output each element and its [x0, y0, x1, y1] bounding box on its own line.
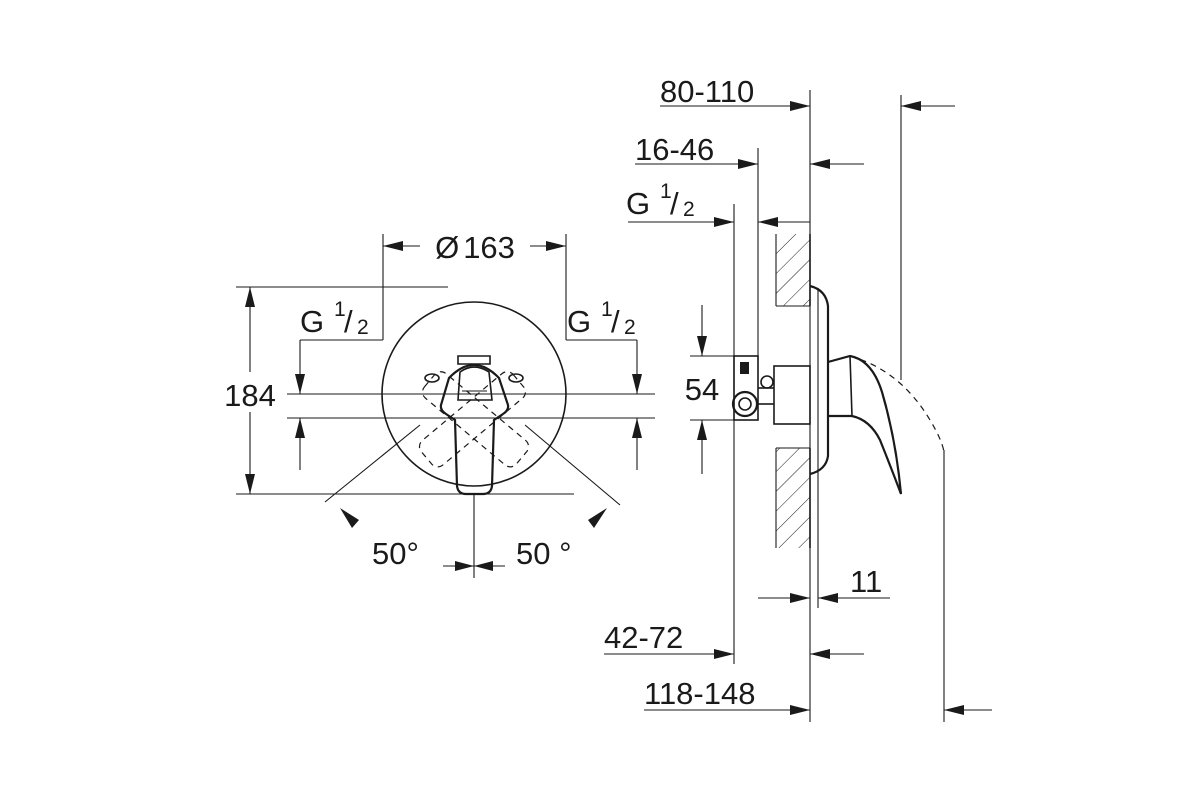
dim-80-110-label: 80-110 [660, 74, 754, 109]
right-port-denominator: 2 [624, 316, 636, 339]
left-port-dimension: G 1 / 2 [295, 298, 383, 470]
angle-right-label: 50 ° [516, 536, 572, 571]
angle-dimension: 50° 50 ° [324, 424, 621, 578]
left-port-numerator: 1 [334, 298, 346, 321]
angle-left-label: 50° [372, 536, 419, 571]
rosette-profile [809, 284, 830, 476]
valve-body [731, 355, 811, 425]
dim-42-72-label: 42-72 [604, 620, 683, 655]
svg-text:/: / [611, 304, 620, 339]
height-dimension: 184 [224, 286, 448, 495]
wall-lower [776, 448, 810, 548]
diameter-symbol: Ø [435, 230, 459, 265]
dim-side-port: G 1 / 2 [626, 180, 810, 227]
wall-upper [776, 234, 810, 306]
dim-11-label: 11 [850, 564, 882, 599]
svg-text:G: G [626, 186, 650, 221]
svg-text:G: G [567, 304, 591, 339]
right-port-thread: G [567, 304, 591, 339]
svg-text:/: / [670, 186, 679, 221]
side-port-numerator: 1 [660, 180, 672, 203]
dim-11: 11 [758, 472, 890, 608]
side-view: 80-110 16-46 G 1 / 2 [604, 74, 992, 722]
lever-handle [424, 355, 524, 496]
dim-118-148-label: 118-148 [644, 676, 755, 711]
svg-text:G: G [300, 304, 324, 339]
dim-54: 54 [685, 305, 734, 474]
right-port-dimension: G 1 / 2 [566, 298, 642, 470]
dim-16-46: 16-46 [635, 132, 864, 169]
diameter-value: 163 [463, 230, 515, 265]
left-port-thread: G [300, 304, 324, 339]
side-lever-handle [827, 354, 945, 495]
right-port-numerator: 1 [601, 298, 613, 321]
handle-rotated-left [421, 371, 530, 468]
side-port-thread: G [626, 186, 650, 221]
dim-42-72: 42-72 [604, 620, 864, 659]
dim-118-148: 118-148 [644, 676, 992, 715]
height-label: 184 [224, 378, 276, 413]
dim-80-110: 80-110 [660, 74, 955, 111]
svg-text:/: / [344, 304, 353, 339]
left-port-denominator: 2 [357, 316, 369, 339]
side-port-denominator: 2 [683, 198, 695, 221]
handle-rotated-right [418, 371, 527, 468]
dim-16-46-label: 16-46 [635, 132, 714, 167]
dim-54-label: 54 [685, 372, 719, 407]
